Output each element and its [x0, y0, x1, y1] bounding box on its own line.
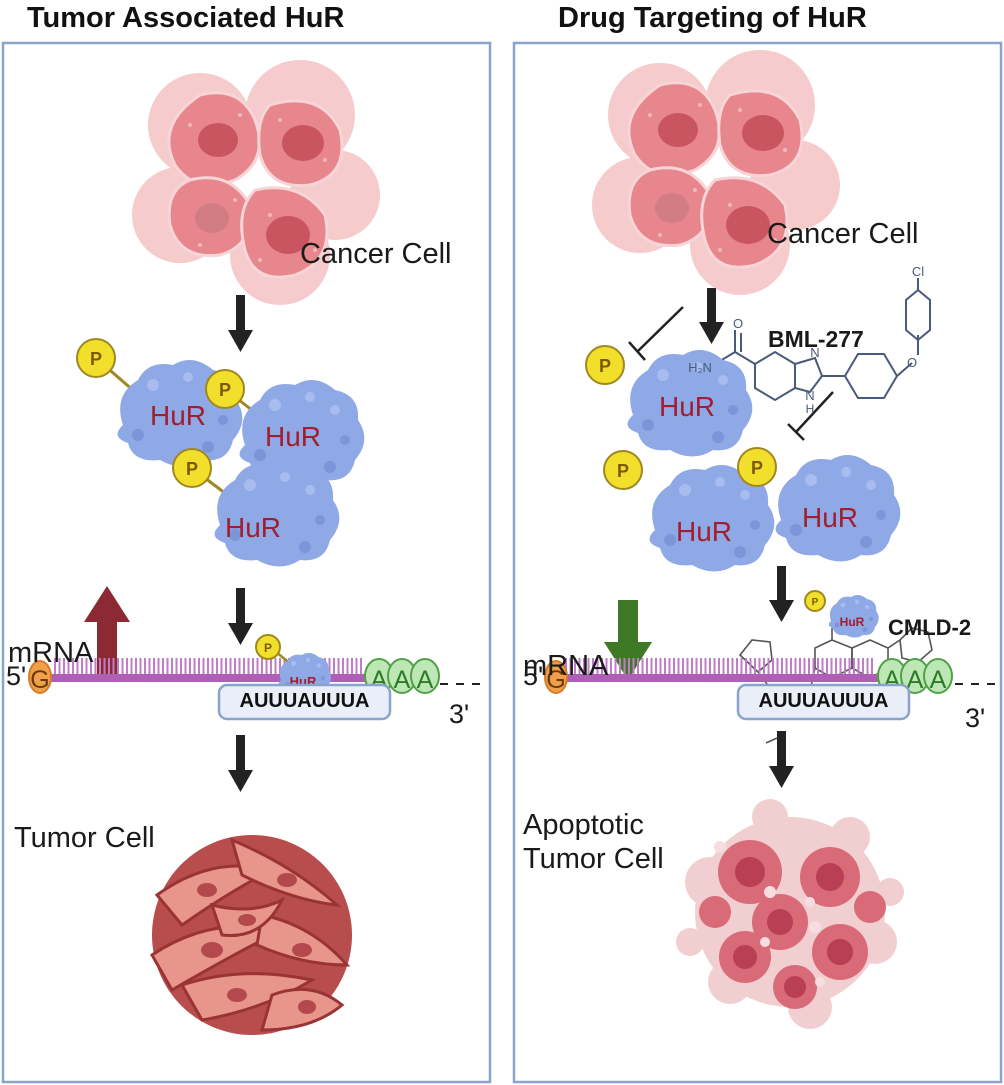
inhibition-mark	[628, 306, 684, 361]
cap-letter: G	[30, 666, 49, 694]
right-panel-frame	[512, 41, 1003, 1084]
chem-label-h: H	[806, 402, 815, 416]
phospho-label: P	[264, 641, 272, 655]
tumor-cell-image	[150, 833, 354, 1037]
hur-label: HuR	[802, 502, 858, 533]
cap-letter: G	[546, 666, 565, 694]
left-three-prime: 3'	[449, 699, 470, 729]
left-arrow-2	[228, 588, 253, 645]
right-cancer-cell-cluster	[590, 48, 842, 297]
left-five-prime: 5'	[6, 661, 27, 691]
left-hur-cluster	[76, 338, 365, 567]
right-arrow-1	[699, 288, 724, 344]
right-panel-title: Drug Targeting of HuR	[558, 2, 867, 34]
right-arrow-3	[769, 731, 794, 788]
right-three-prime: 3'	[965, 703, 986, 733]
phospho-label: P	[812, 597, 819, 608]
phospho-label: P	[186, 459, 198, 479]
polya-letter: A	[394, 666, 411, 694]
au-motif-box	[736, 683, 911, 721]
hur-label: HuR	[150, 400, 206, 431]
left-arrow-1	[228, 295, 253, 352]
left-cancer-cell-label: Cancer Cell	[300, 238, 452, 270]
chem-label-n: N	[810, 345, 819, 360]
phospho-label: P	[599, 356, 611, 376]
chem-label-h2n: H₂N	[688, 360, 712, 375]
chem-label-cl: Cl	[912, 264, 924, 279]
right-arrow-2	[769, 566, 794, 622]
bml-277-label: BML-277	[768, 326, 864, 352]
au-motif-box	[217, 683, 392, 721]
hur-label: HuR	[659, 391, 715, 422]
left-arrow-3	[228, 735, 253, 792]
right-cancer-cell-label: Cancer Cell	[767, 218, 919, 250]
apoptotic-tumor-cell-image	[676, 799, 904, 1029]
hur-label: HuR	[225, 512, 281, 543]
inhibition-mark	[787, 391, 834, 441]
right-hur-cluster	[585, 345, 901, 572]
left-mrna-label: mRNA	[8, 637, 94, 669]
apoptotic-tumor-cell-label: Apoptotic Tumor Cell	[523, 809, 664, 875]
hur-label: HuR	[265, 421, 321, 452]
left-au-motif: AUUUAUUUA	[239, 690, 370, 712]
hur-label: HuR	[840, 615, 865, 629]
left-panel-frame	[1, 41, 492, 1084]
phospho-label: P	[219, 380, 231, 400]
left-tumor-cell-label: Tumor Cell	[14, 822, 155, 854]
right-mrna-strand	[544, 658, 1000, 694]
polya-letter: A	[417, 666, 434, 694]
small-phospho	[804, 590, 826, 612]
left-panel-title: Tumor Associated HuR	[27, 2, 345, 34]
phospho-label: P	[90, 349, 102, 369]
phospho-label: P	[751, 458, 763, 478]
phospho-label: P	[617, 461, 629, 481]
right-mrna-label: mRNA	[523, 650, 609, 682]
polya-letter: A	[930, 666, 947, 694]
mrna-increase-arrow	[84, 586, 130, 674]
chem-label-o: O	[733, 316, 743, 331]
chem-label-nh: N	[805, 388, 814, 403]
cmld-2-label: CMLD-2	[888, 615, 972, 640]
chem-label-o: O	[907, 355, 917, 370]
polya-letter: A	[907, 666, 924, 694]
hur-label: HuR	[676, 516, 732, 547]
right-five-prime: 5'	[523, 661, 544, 691]
right-au-motif: AUUUAUUUA	[758, 690, 889, 712]
